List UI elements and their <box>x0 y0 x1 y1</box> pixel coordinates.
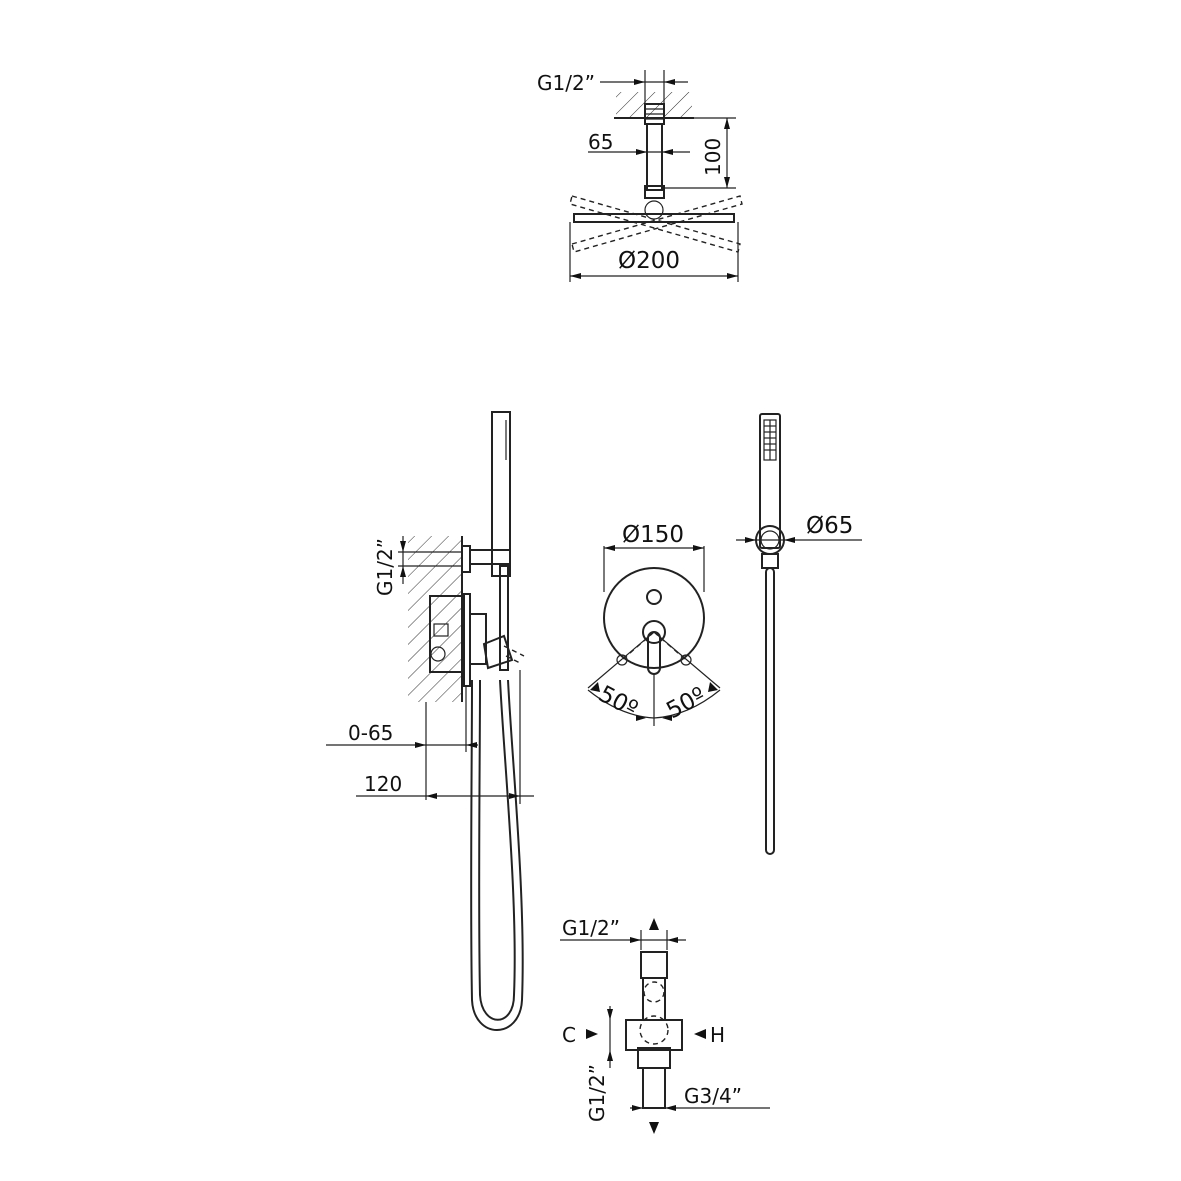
depth-label: 120 <box>364 772 402 796</box>
arm-diameter-label: 65 <box>588 130 613 154</box>
arrow-icon <box>590 682 600 692</box>
head-diameter-label: Ø200 <box>618 248 680 274</box>
arm-joint <box>644 185 665 199</box>
shower-head <box>569 195 743 253</box>
arrow-icon <box>632 1105 643 1111</box>
arrow-icon <box>727 273 738 279</box>
wall-mixer-side-view: G1/2” 0-65 120 <box>326 411 534 1031</box>
valve-center <box>625 1019 683 1051</box>
side-valve-thread-label: G1/2” <box>585 1064 609 1122</box>
arrow-icon <box>665 1105 676 1111</box>
arrow-icon <box>400 541 406 552</box>
arrow-icon <box>693 545 704 551</box>
top-outlet <box>640 951 668 979</box>
arrow-icon <box>724 177 730 188</box>
arrow-icon <box>607 1009 613 1020</box>
hand-shower-body <box>759 413 781 549</box>
drop-label: 100 <box>701 138 725 176</box>
arrow-up-icon <box>649 918 659 930</box>
arrow-icon <box>630 937 641 943</box>
handle-hub <box>642 620 666 644</box>
arrow-icon <box>607 1050 613 1061</box>
top-thread-label: G1/2” <box>562 916 620 940</box>
mixer-front-view: Ø150 50º 50º <box>587 522 721 726</box>
arrow-down-icon <box>649 1122 659 1134</box>
arrow-icon <box>570 273 581 279</box>
valve-body-view: G1/2” C H G1/2” G3/4” <box>560 916 770 1134</box>
angle-left-label: 50º <box>594 681 642 723</box>
arrow-icon <box>604 545 615 551</box>
swivel-joint <box>644 200 664 220</box>
overhead-shower-view: G1/2” 65 100 Ø200 <box>537 70 743 282</box>
hand-shower-hose <box>765 567 775 855</box>
arrow-icon <box>784 537 795 543</box>
holder-diameter-label: Ø65 <box>806 513 853 539</box>
arrow-icon <box>664 79 675 85</box>
hand-shower-front-view: Ø65 <box>736 413 862 855</box>
shower-head-plate <box>573 213 735 223</box>
adjust-label: 0-65 <box>348 721 393 745</box>
arrow-icon <box>636 149 647 155</box>
arrow-icon <box>662 149 673 155</box>
arrow-icon <box>708 682 718 692</box>
side-thread-label: G1/2” <box>373 538 397 596</box>
cold-arrow-icon <box>586 1029 598 1039</box>
bottom-outlet <box>642 1067 666 1109</box>
arrow-icon <box>509 793 520 799</box>
cold-label: C <box>562 1023 576 1047</box>
hot-arrow-icon <box>694 1029 706 1039</box>
hot-label: H <box>710 1023 725 1047</box>
hand-shower-side <box>491 411 511 577</box>
arrow-icon <box>662 715 672 721</box>
arrow-icon <box>400 566 406 577</box>
arrow-icon <box>426 793 437 799</box>
cover-plate <box>603 567 705 669</box>
holder-bracket <box>469 549 511 565</box>
arrow-icon <box>745 537 756 543</box>
wall-hatch <box>408 536 462 702</box>
arrow-icon <box>724 118 730 129</box>
arrow-icon <box>415 742 426 748</box>
diverter-knob <box>646 589 662 605</box>
angle-arc-left <box>587 689 655 719</box>
hose <box>470 679 524 1031</box>
arrow-icon <box>636 715 646 721</box>
overhead-thread-label: G1/2” <box>537 71 595 95</box>
arrow-icon <box>667 937 678 943</box>
arrow-icon <box>466 742 477 748</box>
angle-arc-right <box>653 689 721 719</box>
arrow-icon <box>634 79 645 85</box>
handle-side <box>482 634 514 670</box>
plate-diameter-label: Ø150 <box>622 522 684 548</box>
shower-arm <box>646 123 663 191</box>
bottom-thread-label: G3/4” <box>684 1084 742 1108</box>
hose-connector <box>761 553 779 569</box>
